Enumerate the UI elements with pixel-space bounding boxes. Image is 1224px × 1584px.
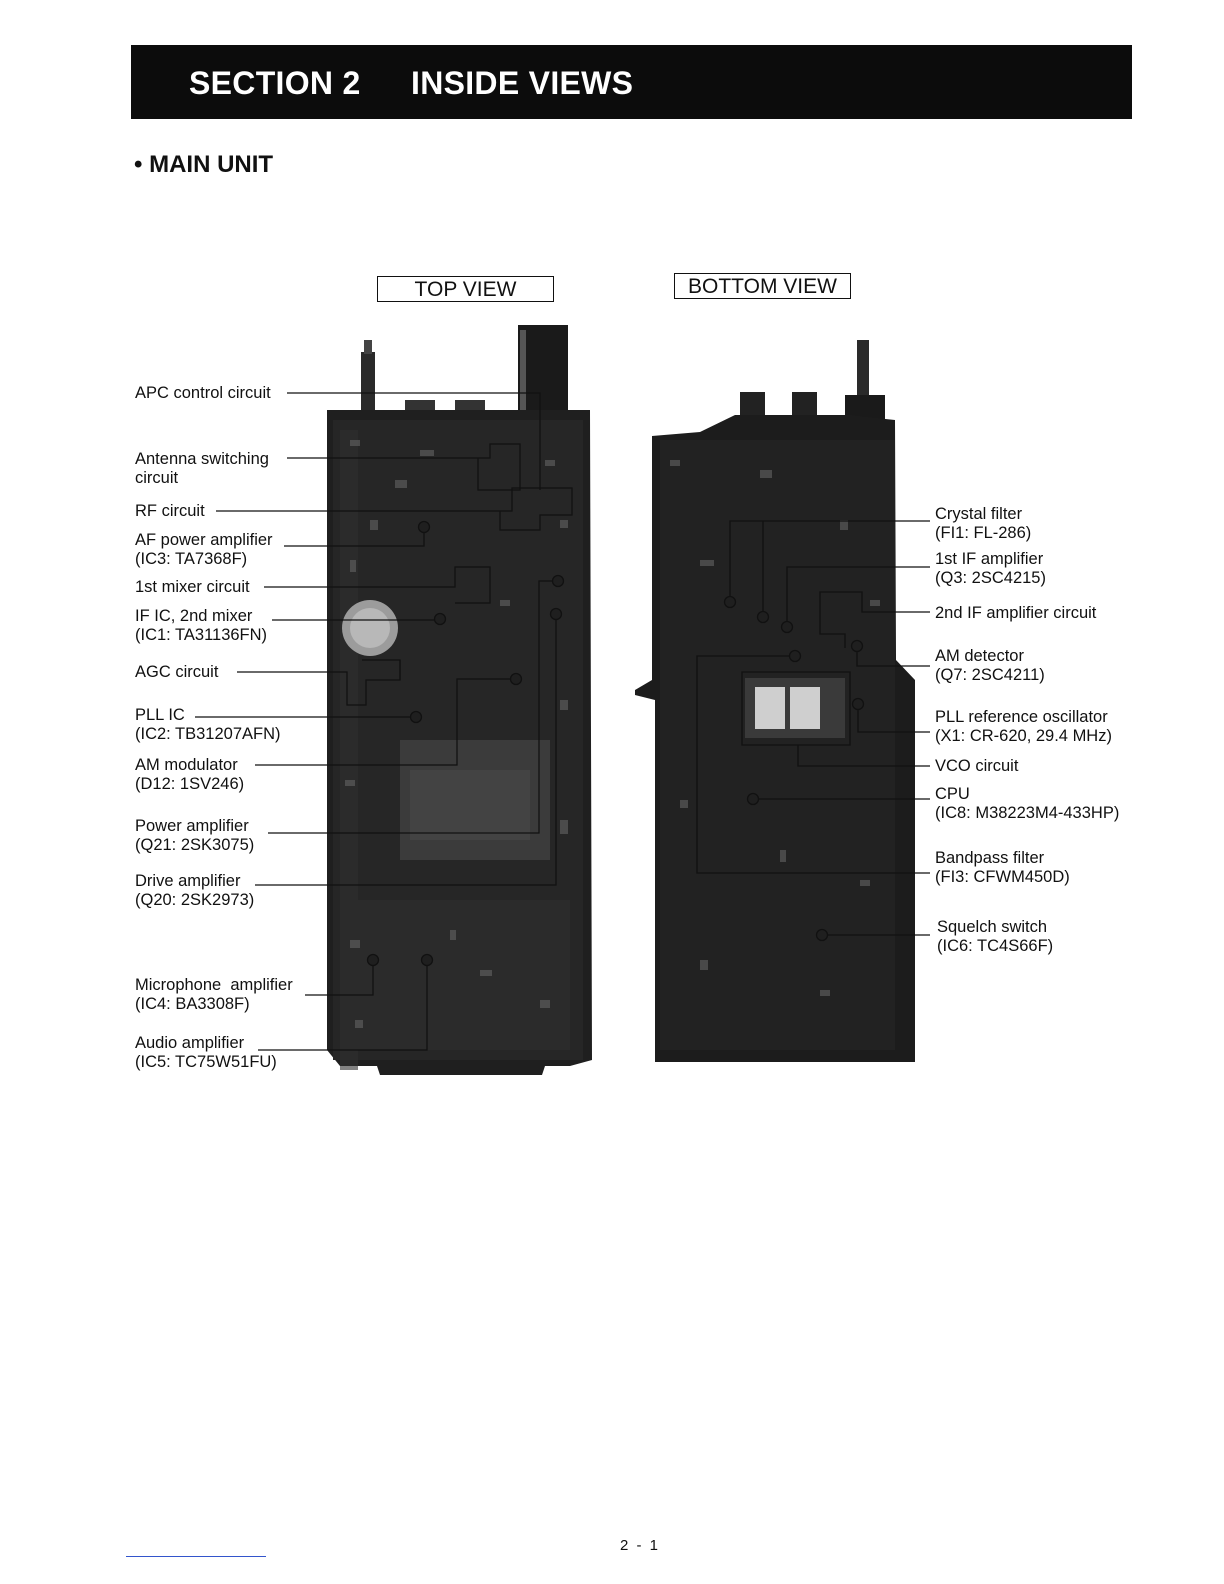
label-2nd-if-amplifier: 2nd IF amplifier circuit <box>935 604 1097 622</box>
label-bandpass-filter: Bandpass filter (FI3: CFWM450D) <box>935 849 1070 886</box>
label-rf-circuit: RF circuit <box>135 502 205 520</box>
label-am-modulator: AM modulator (D12: 1SV246) <box>135 756 245 793</box>
bottom-callout-dots <box>723 595 865 942</box>
label-squelch-switch: Squelch switch (IC6: TC4S66F) <box>937 918 1054 955</box>
page-number: 2 - 1 <box>620 1537 661 1554</box>
top-view-label: TOP VIEW <box>377 276 554 302</box>
section-number: SECTION 2 <box>189 65 361 101</box>
top-callout-dots <box>366 520 565 967</box>
label-audio-amplifier: Audio amplifier (IC5: TC75W51FU) <box>135 1034 277 1071</box>
label-power-amplifier: Power amplifier (Q21: 2SK3075) <box>135 817 255 854</box>
label-agc-circuit: AGC circuit <box>135 663 219 681</box>
subheading: • MAIN UNIT <box>134 151 274 178</box>
label-drive-amplifier: Drive amplifier (Q20: 2SK2973) <box>135 872 255 909</box>
footer-rule <box>126 1556 266 1557</box>
label-if-ic: IF IC, 2nd mixer (IC1: TA31136FN) <box>135 607 268 644</box>
bottom-view-board-image <box>635 340 915 1062</box>
label-am-detector: AM detector (Q7: 2SC4211) <box>935 647 1045 684</box>
label-1st-if-amplifier: 1st IF amplifier (Q3: 2SC4215) <box>935 550 1046 587</box>
bottom-view-label: BOTTOM VIEW <box>674 273 851 299</box>
label-apc-control: APC control circuit <box>135 384 271 402</box>
label-1st-mixer: 1st mixer circuit <box>135 578 250 596</box>
label-vco-circuit: VCO circuit <box>935 757 1019 775</box>
top-view-board-image <box>327 325 592 1075</box>
label-cpu: CPU (IC8: M38223M4-433HP) <box>935 785 1120 822</box>
section-title: INSIDE VIEWS <box>411 65 634 101</box>
label-crystal-filter: Crystal filter (FI1: FL-286) <box>935 505 1032 542</box>
label-microphone-amplifier: Microphone amplifier (IC4: BA3308F) <box>135 976 293 1013</box>
bottom-leader-lines <box>696 520 930 936</box>
label-af-power-amplifier: AF power amplifier (IC3: TA7368F) <box>135 531 273 568</box>
label-pll-reference-oscillator: PLL reference oscillator (X1: CR-620, 29… <box>935 708 1112 745</box>
top-leader-lines <box>195 392 573 1051</box>
label-pll-ic: PLL IC (IC2: TB31207AFN) <box>135 706 281 743</box>
section-banner: SECTION 2 INSIDE VIEWS <box>131 45 1132 119</box>
label-antenna-switching: Antenna switching circuit <box>135 450 269 487</box>
